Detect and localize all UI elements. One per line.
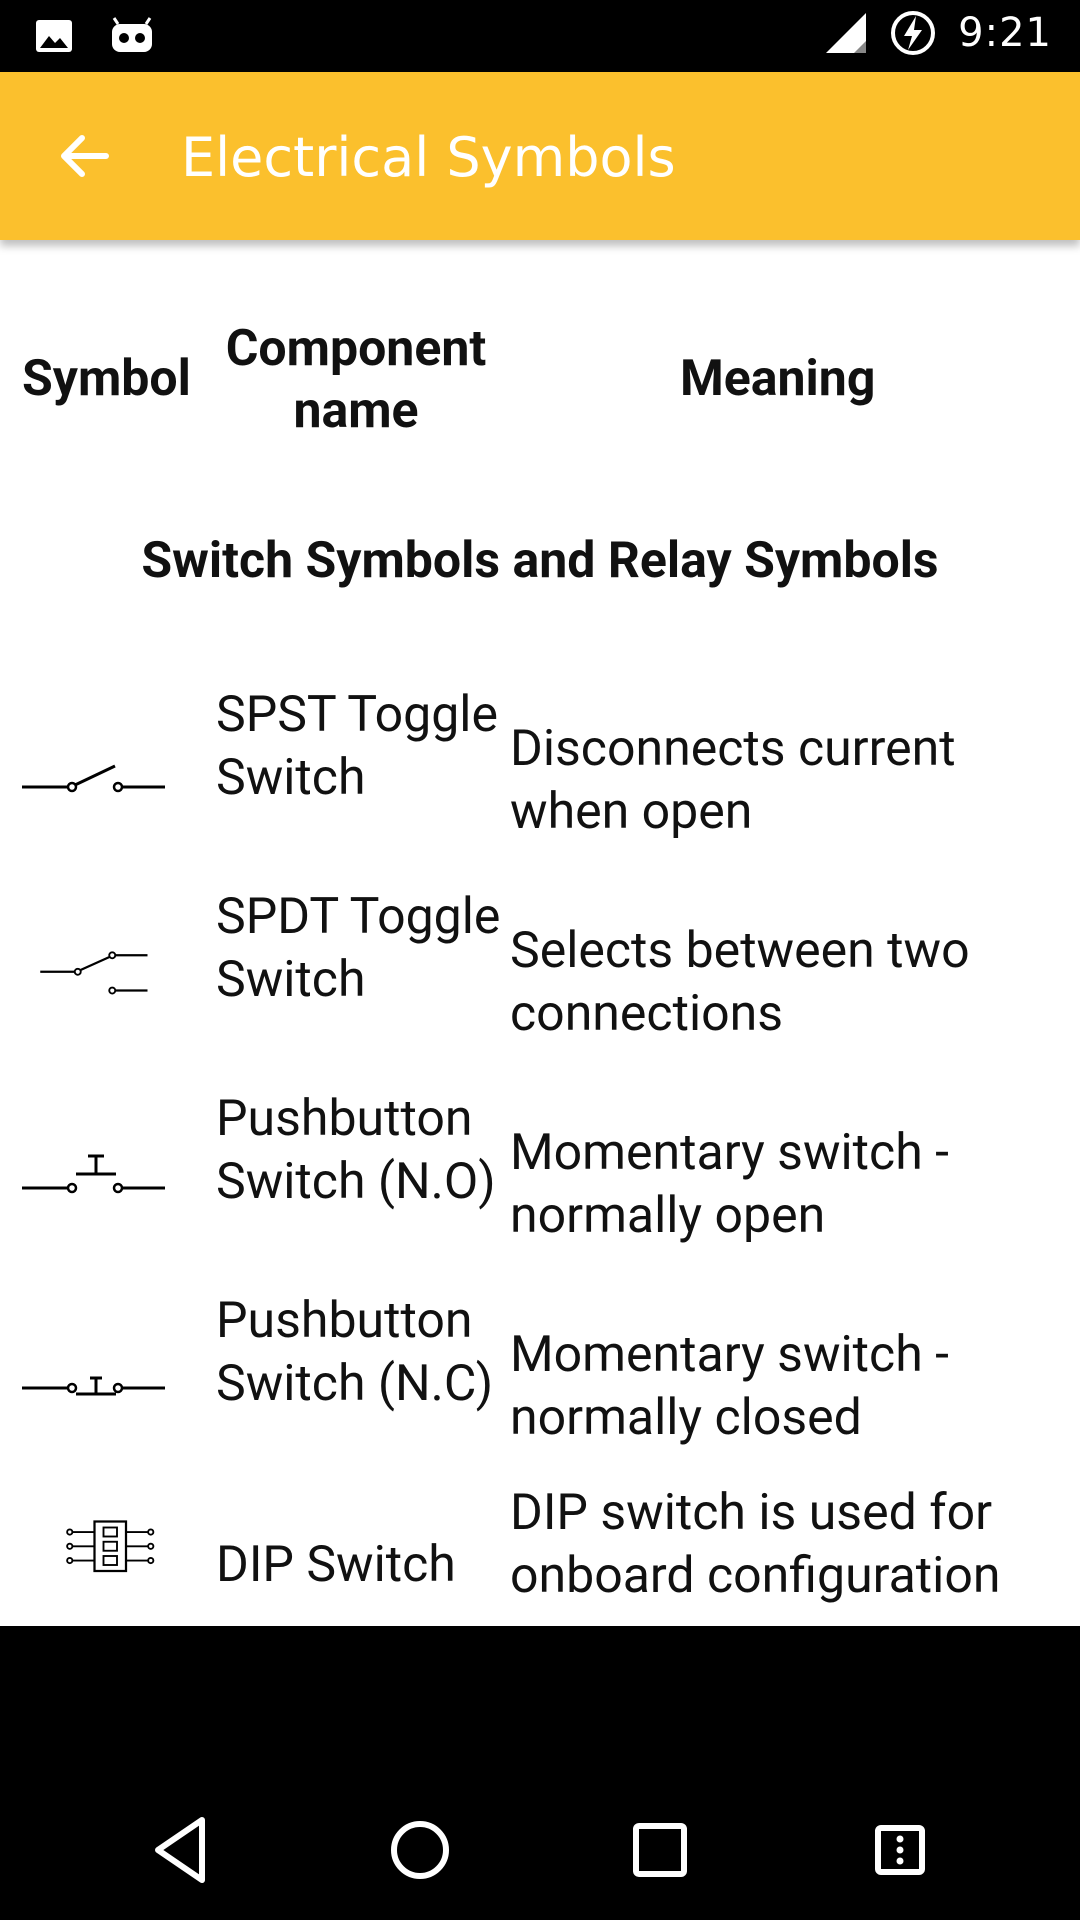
table-row: Pushbutton Switch (N.C) Momentary switch… — [0, 1290, 1080, 1490]
section-title: Switch Symbols and Relay Symbols — [141, 532, 939, 590]
component-name: SPST Toggle Switch — [216, 686, 498, 807]
battery-charging-icon — [891, 11, 936, 55]
table-row: DIP Switch DIP switch is used for onboar… — [0, 1484, 1080, 1626]
signal-icon — [826, 13, 867, 53]
spdt-toggle-switch-symbol — [40, 951, 148, 995]
dip-switch-symbol — [66, 1520, 155, 1573]
component-meaning: Momentary switch - normally open — [510, 1124, 949, 1245]
back-nav-icon[interactable] — [140, 1810, 220, 1890]
component-name: SPDT Toggle Switch — [216, 888, 501, 1009]
app-bar: Electrical Symbols — [0, 72, 1080, 240]
spst-toggle-switch-symbol — [22, 764, 165, 793]
pushbutton-nc-symbol — [22, 1376, 165, 1396]
component-meaning: Disconnects current when open — [510, 720, 956, 841]
header-component-name: Component name — [225, 320, 487, 440]
back-button[interactable] — [48, 120, 120, 192]
table-row: SPST Toggle Switch Disconnects current w… — [0, 684, 1080, 884]
menu-nav-icon[interactable] — [860, 1810, 940, 1890]
table-row: SPDT Toggle Switch Selects between two c… — [0, 886, 1080, 1086]
image-icon — [36, 20, 72, 52]
table-row: Pushbutton Switch (N.O) Momentary switch… — [0, 1088, 1080, 1288]
content-area[interactable]: Symbol Component name Meaning Switch Sym… — [0, 240, 1080, 1626]
component-name: DIP Switch — [216, 1536, 456, 1594]
recents-nav-icon[interactable] — [620, 1810, 700, 1890]
page-title: Electrical Symbols — [181, 126, 676, 189]
component-meaning: Selects between two connections — [510, 922, 970, 1043]
status-time: 9:21 — [958, 10, 1052, 56]
status-bar: 9:21 — [0, 0, 1080, 72]
home-nav-icon[interactable] — [380, 1810, 460, 1890]
component-meaning: Momentary switch - normally closed — [510, 1326, 949, 1447]
header-meaning: Meaning — [680, 350, 876, 408]
component-name: Pushbutton Switch (N.O) — [216, 1090, 496, 1211]
arrow-back-icon — [61, 135, 109, 177]
pushbutton-no-symbol — [22, 1154, 165, 1194]
header-symbol: Symbol — [22, 350, 191, 408]
component-name: Pushbutton Switch (N.C) — [216, 1292, 494, 1413]
android-debug-icon — [112, 17, 152, 52]
component-meaning: DIP switch is used for onboard configura… — [510, 1484, 1001, 1605]
